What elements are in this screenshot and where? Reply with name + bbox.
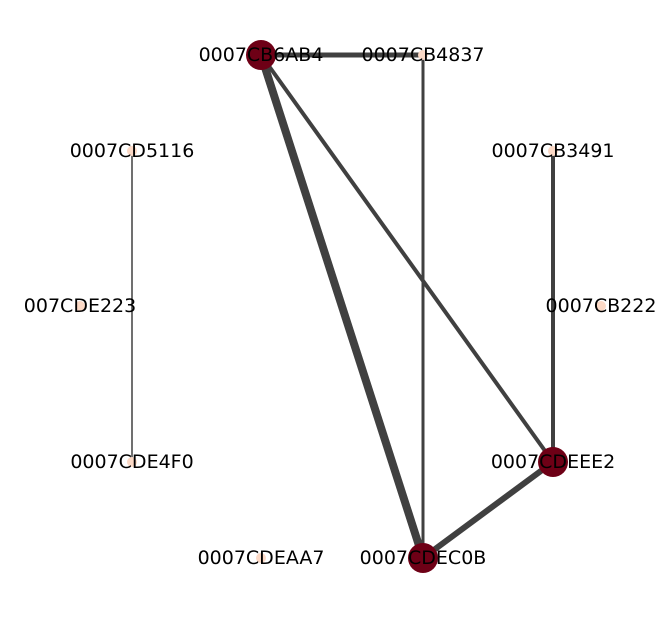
node-0007CB6AB4[interactable] xyxy=(246,40,276,70)
node-label: 0007CB6AB4 xyxy=(199,44,324,66)
node-label: 0007CB222 xyxy=(546,295,657,317)
node-0007CB3491[interactable] xyxy=(548,146,558,156)
edge-n8-n10 xyxy=(421,459,555,561)
node-0007CDEAA7[interactable] xyxy=(256,553,266,563)
node-label: 0007CDEEE2 xyxy=(491,451,615,473)
node-label: 0007CB3491 xyxy=(491,140,614,162)
node-007CDE223[interactable] xyxy=(75,301,85,311)
node-label: 007CDE223 xyxy=(24,295,136,317)
edge-n1-n10 xyxy=(257,53,427,560)
edges-layer xyxy=(131,52,555,561)
node-0007CDE4F0[interactable] xyxy=(127,457,137,467)
node-label: 0007CDEAA7 xyxy=(198,547,325,569)
node-0007CD5116[interactable] xyxy=(127,146,137,156)
node-0007CB4837[interactable] xyxy=(418,50,428,60)
labels-layer: 0007CB6AB4 0007CB4837 0007CD5116 0007CB3491… xyxy=(24,44,657,569)
node-label: 0007CD5116 xyxy=(70,140,195,162)
node-label: 0007CDEC0B xyxy=(360,547,487,569)
node-label: 0007CDE4F0 xyxy=(70,451,193,473)
node-0007CDEC0B[interactable] xyxy=(408,543,438,573)
edge-n1-n8 xyxy=(259,53,555,464)
nodes-layer xyxy=(75,40,606,573)
node-0007CB222[interactable] xyxy=(596,301,606,311)
node-0007CDEEE2[interactable] xyxy=(538,447,568,477)
node-label: 0007CB4837 xyxy=(361,44,484,66)
